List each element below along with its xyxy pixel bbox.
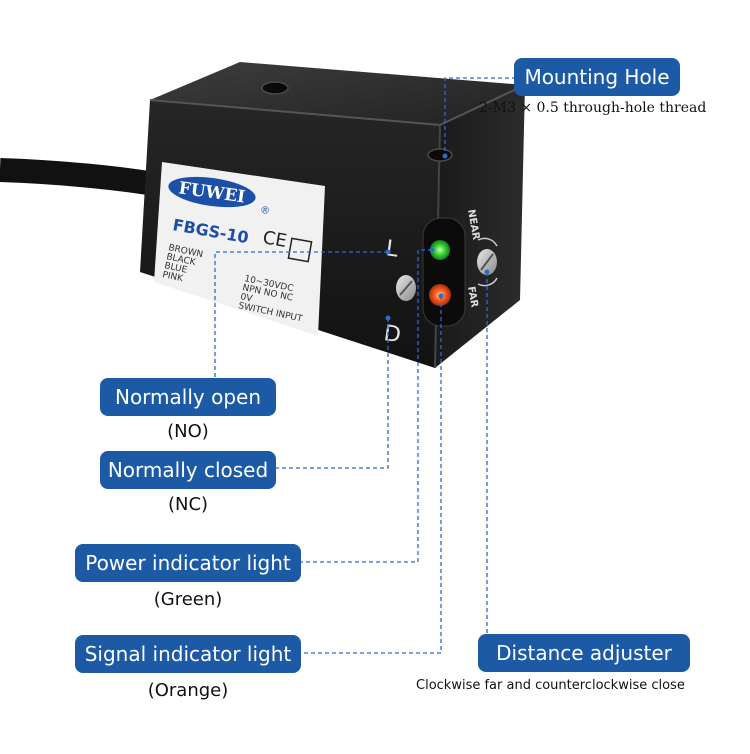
brand-logo <box>168 176 256 208</box>
rotate-arrow-icon <box>477 237 498 247</box>
distance-adjuster-note: Clockwise far and counterclockwise close <box>416 678 685 693</box>
wire-color: PINK <box>161 270 184 284</box>
normally-open-callout: Normally open <box>100 378 276 416</box>
mounting-hole-icon <box>427 148 453 162</box>
wire-function: 0V <box>239 292 254 304</box>
product-label <box>154 162 325 336</box>
mode-letter-d: D <box>382 321 402 348</box>
normally-closed-callout: Normally closed <box>100 451 276 489</box>
far-label: FAR <box>465 286 480 309</box>
mounting-hole-icon <box>261 81 289 95</box>
normally-open-sub: (NO) <box>167 421 209 442</box>
indicator-window <box>422 217 466 327</box>
wire-color: BLUE <box>163 261 188 276</box>
mounting-hole-note: 2-M3 × 0.5 through-hole thread <box>479 100 707 116</box>
leader-lines <box>214 77 516 654</box>
mode-letter-l: L <box>384 236 400 263</box>
cable <box>0 158 163 197</box>
signal-light-callout: Signal indicator light <box>75 635 301 673</box>
registered-mark-icon: ® <box>259 205 270 217</box>
sensor-top-face <box>150 62 525 125</box>
power-light-sub: (Green) <box>153 589 223 610</box>
power-led-icon <box>430 240 450 260</box>
ce-mark: CE <box>261 227 288 252</box>
near-label: NEAR <box>465 209 481 241</box>
normally-closed-sub: (NC) <box>167 494 209 515</box>
distance-adjuster-callout: Distance adjuster <box>478 634 690 672</box>
power-light-callout: Power indicator light <box>75 544 301 582</box>
signal-light-sub: (Orange) <box>147 680 229 701</box>
mounting-hole-callout: Mounting Hole <box>514 58 680 96</box>
